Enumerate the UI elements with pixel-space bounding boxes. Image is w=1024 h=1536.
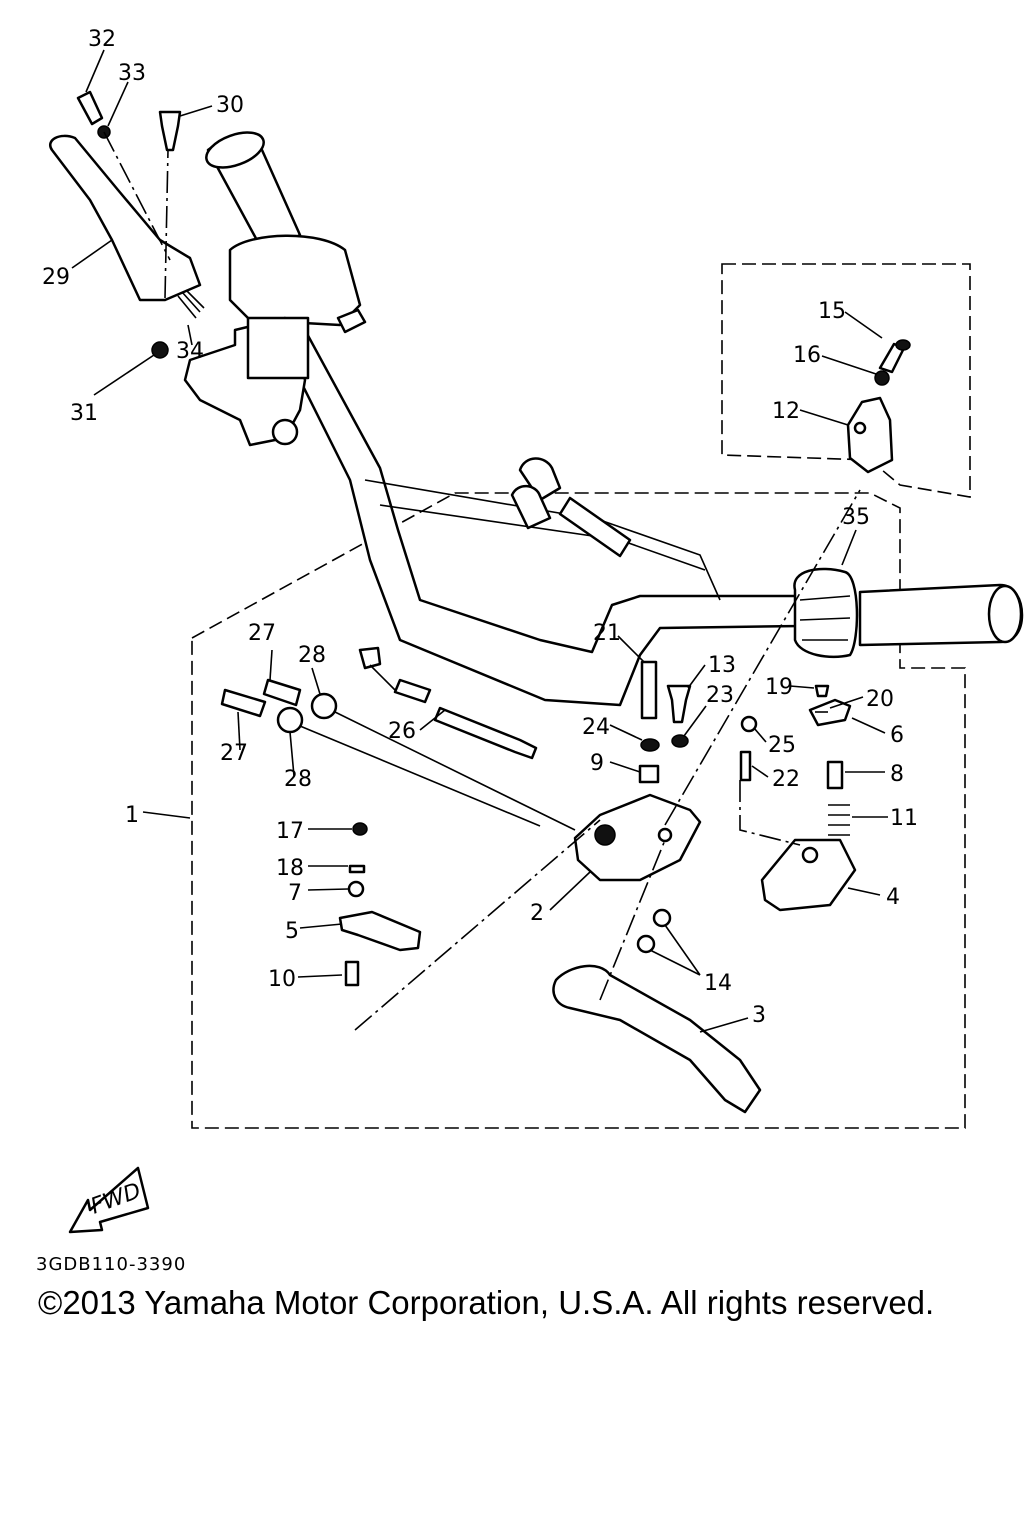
part-28-gear-b <box>276 706 304 734</box>
part-27-adjuster-a <box>262 678 302 707</box>
part-22-pin <box>739 750 752 782</box>
leader-lines <box>71 49 888 1033</box>
callout-21: 21 <box>593 621 621 646</box>
part-11-spring <box>828 804 850 836</box>
part-12-clamp <box>846 396 894 474</box>
callout-35: 35 <box>842 505 870 530</box>
callout-4: 4 <box>886 885 900 910</box>
throttle-cable <box>299 711 576 831</box>
part-26-sensor <box>358 646 538 760</box>
callout-33: 33 <box>118 61 146 86</box>
fwd-arrow-icon: FWD <box>68 1166 150 1234</box>
diagram-reference-code: 3GDB110-3390 <box>36 1254 187 1275</box>
callout-11: 11 <box>890 806 918 831</box>
callout-27b: 27 <box>220 741 248 766</box>
part-10-spring <box>344 960 360 987</box>
callout-25: 25 <box>768 733 796 758</box>
part-19-screw <box>814 684 830 698</box>
callout-28a: 28 <box>298 643 326 668</box>
part-25-cap <box>740 715 758 733</box>
callout-8: 8 <box>890 762 904 787</box>
part-35-switch-housing <box>793 567 859 659</box>
callout-28b: 28 <box>284 767 312 792</box>
callout-15: 15 <box>818 299 846 324</box>
callout-2: 2 <box>530 901 544 926</box>
callout-5: 5 <box>285 919 299 944</box>
callout-10: 10 <box>268 967 296 992</box>
callout-14: 14 <box>704 971 732 996</box>
callout-24: 24 <box>582 715 610 740</box>
callout-18: 18 <box>276 856 304 881</box>
callout-32: 32 <box>88 27 116 52</box>
callout-30: 30 <box>216 93 244 118</box>
callout-9: 9 <box>590 751 604 776</box>
copyright-notice: ©2013 Yamaha Motor Corporation, U.S.A. A… <box>38 1284 935 1321</box>
assembly-group-box-35 <box>721 263 971 498</box>
part-34-spring <box>177 289 205 319</box>
part-8-pin <box>826 760 844 790</box>
part-6-plate <box>808 698 852 727</box>
part-18-clip <box>348 864 366 874</box>
part-2-housing <box>573 793 702 882</box>
callout-3: 3 <box>752 1003 766 1028</box>
callout-22: 22 <box>772 767 800 792</box>
part-29-lever <box>49 134 202 302</box>
callout-23: 23 <box>706 683 734 708</box>
callout-7: 7 <box>288 881 302 906</box>
assembly-group-box-1 <box>191 492 966 1129</box>
part-23-washer <box>671 734 689 748</box>
callout-27a: 27 <box>248 621 276 646</box>
part-27-adjuster-b <box>220 688 267 718</box>
part-24-washer <box>640 738 660 752</box>
part-16-washer <box>874 370 890 386</box>
part-14-nut-b <box>636 934 656 954</box>
part-13-pin <box>666 684 692 724</box>
callout-34: 34 <box>176 339 204 364</box>
part-3-lever <box>552 964 762 1114</box>
callout-16: 16 <box>793 343 821 368</box>
callout-26: 26 <box>388 719 416 744</box>
part-5-bracket <box>338 910 422 952</box>
part-21-bolt <box>640 660 658 720</box>
wire-connectors <box>510 457 632 558</box>
callout-20: 20 <box>866 687 894 712</box>
callout-29: 29 <box>42 265 70 290</box>
callout-1: 1 <box>125 803 139 828</box>
left-grip <box>183 131 367 447</box>
part-4-housing <box>760 838 857 912</box>
part-15-screw <box>878 339 911 374</box>
callout-labels: 1 2 3 4 5 6 7 8 9 10 11 12 13 14 15 16 1… <box>42 27 918 1028</box>
part-14-nut-a <box>652 908 672 928</box>
callout-6: 6 <box>890 723 904 748</box>
callout-17: 17 <box>276 819 304 844</box>
right-grip <box>858 583 1024 647</box>
part-9-collar <box>638 764 660 784</box>
part-7-washer <box>347 880 365 898</box>
part-17-screw <box>352 822 368 836</box>
assembly-guide-lines <box>103 131 861 1031</box>
callout-13: 13 <box>708 653 736 678</box>
part-30-bolt <box>158 110 182 152</box>
part-28-gear-a <box>310 692 338 720</box>
callout-31: 31 <box>70 401 98 426</box>
callout-12: 12 <box>772 399 800 424</box>
callout-19: 19 <box>765 675 793 700</box>
part-32-bolt <box>76 90 104 126</box>
part-31-nut <box>151 341 169 359</box>
